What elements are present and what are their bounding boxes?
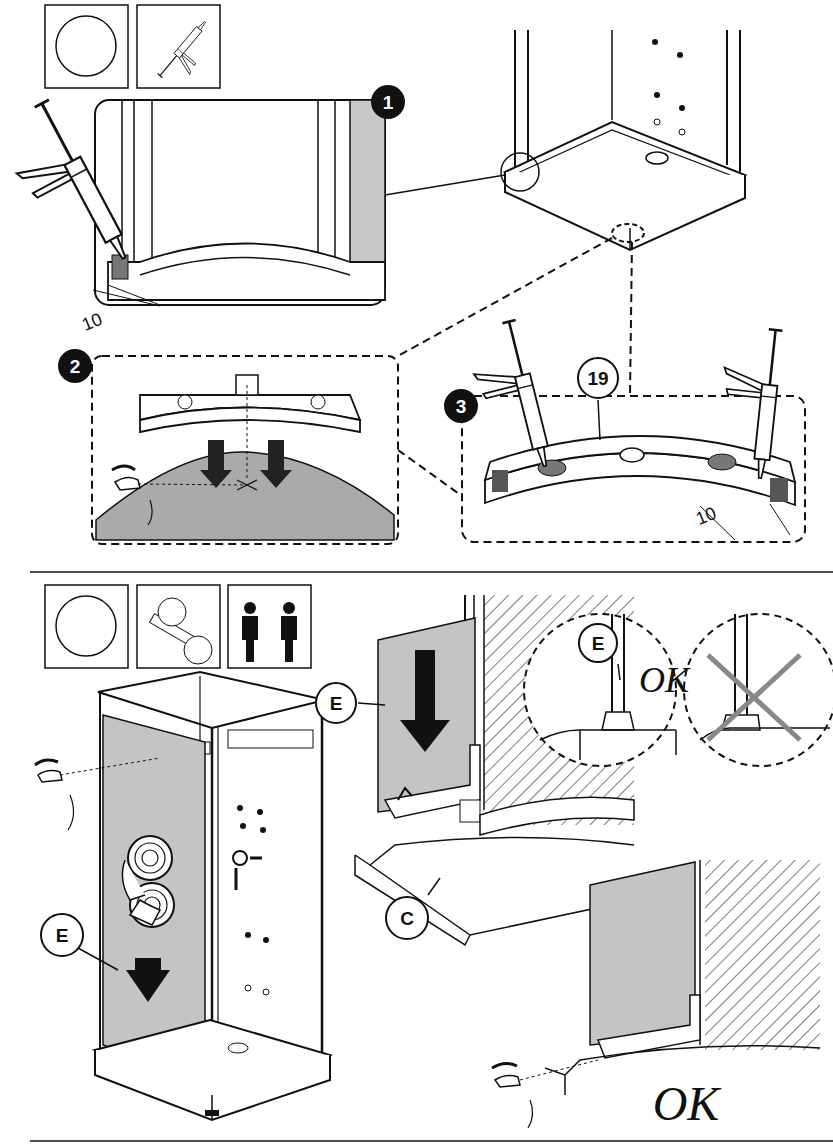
callout-text: E bbox=[330, 694, 343, 713]
callout-text: E bbox=[592, 634, 605, 653]
ok-mark: OK bbox=[653, 1080, 720, 1128]
callout-text: 19 bbox=[587, 369, 608, 388]
callout-text: 3 bbox=[456, 397, 467, 416]
dimension-label: 10 bbox=[693, 504, 718, 528]
callout-bubble: E bbox=[315, 682, 357, 724]
callout-text: 2 bbox=[70, 357, 81, 376]
callout-bubble: E bbox=[578, 623, 618, 663]
dimension-label: 10 bbox=[79, 310, 104, 334]
callout-text: E bbox=[56, 926, 69, 945]
callout-bubble: C bbox=[385, 896, 429, 940]
callout-bubble: E bbox=[40, 913, 84, 957]
step-number: 2 bbox=[58, 349, 92, 383]
callout-text: 1 bbox=[383, 93, 394, 112]
step-number: 3 bbox=[444, 389, 478, 423]
callout-bubble: 19 bbox=[577, 357, 619, 399]
callout-text: C bbox=[400, 909, 414, 928]
ok-mark: OK bbox=[639, 662, 689, 698]
step-number: 1 bbox=[371, 85, 405, 119]
